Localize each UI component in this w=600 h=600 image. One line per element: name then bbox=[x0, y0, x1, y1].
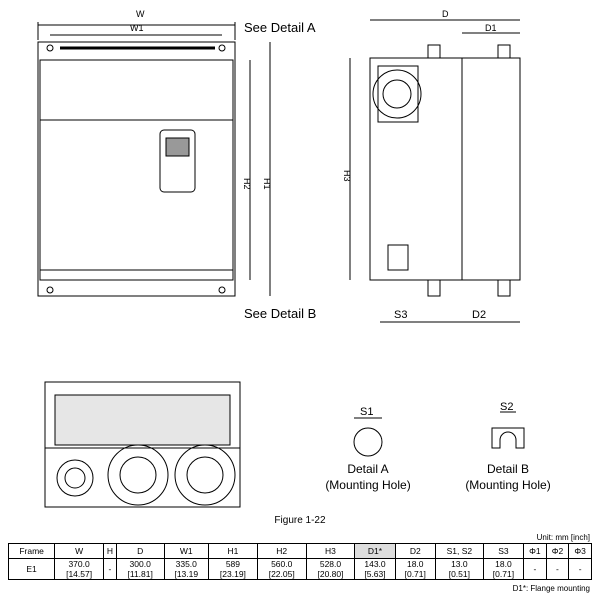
dim-w: W bbox=[136, 9, 145, 19]
cell-mm: 300.0 bbox=[129, 559, 151, 569]
cell-mm: 335.0 bbox=[175, 559, 197, 569]
callout-detail-b: See Detail B bbox=[244, 306, 316, 321]
table-cell: 560.0[22.05] bbox=[256, 558, 307, 580]
keypad bbox=[159, 129, 196, 193]
dim-w1: W1 bbox=[130, 23, 144, 33]
figure-caption: Figure 1-22 bbox=[274, 515, 326, 526]
table-cell: - bbox=[545, 558, 570, 580]
cell-inch: [22.05] bbox=[268, 569, 295, 579]
cell-mm: - bbox=[556, 564, 559, 574]
column-header: H2 bbox=[256, 543, 307, 559]
column-header: D1* bbox=[354, 543, 396, 559]
dimension-drawing: W W1 H2 H1 See Detail A See Detail B D D… bbox=[37, 9, 551, 508]
cell-mm: 18.0 bbox=[406, 559, 424, 569]
table-cell: 13.0[0.51] bbox=[434, 558, 484, 580]
column-header: S1, S2 bbox=[434, 543, 484, 559]
cell-mm: 370.0 bbox=[68, 559, 90, 569]
table-cell: 18.0[0.71] bbox=[482, 558, 525, 580]
column-header: Φ2 bbox=[545, 543, 570, 559]
detail-a-title: Detail A bbox=[347, 462, 388, 476]
column-header: Φ1 bbox=[523, 543, 547, 559]
dim-s1: S1 bbox=[360, 406, 373, 418]
table-cell: 335.0[13.19 bbox=[163, 558, 210, 580]
cell-mm: - bbox=[108, 564, 112, 574]
column-header: S3 bbox=[482, 543, 525, 559]
cell-inch: [20.80] bbox=[317, 569, 344, 579]
detail-b-drawing bbox=[491, 411, 525, 449]
column-header: H1 bbox=[208, 543, 258, 559]
dim-h2: H2 bbox=[242, 178, 252, 190]
cell-inch: [13.19 bbox=[174, 569, 199, 579]
table-cell: - bbox=[568, 558, 592, 580]
front-view bbox=[37, 22, 271, 297]
side-view bbox=[349, 19, 521, 323]
column-header: D2 bbox=[394, 543, 436, 559]
column-header: W bbox=[54, 543, 104, 559]
column-header: Frame bbox=[7, 543, 56, 559]
table-cell: 18.0[0.71] bbox=[394, 558, 436, 580]
cell-mm: E1 bbox=[26, 564, 37, 574]
cell-inch: [0.51] bbox=[448, 569, 470, 579]
cell-mm: 18.0 bbox=[495, 559, 512, 569]
callout-detail-a: See Detail A bbox=[244, 20, 316, 35]
table-cell: 589[23.19] bbox=[208, 558, 258, 580]
dim-d: D bbox=[442, 9, 449, 19]
column-header: Φ3 bbox=[568, 543, 592, 559]
bottom-view bbox=[44, 381, 241, 508]
unit-label: Unit: mm [inch] bbox=[536, 533, 590, 542]
column-header: H3 bbox=[305, 543, 356, 559]
cell-inch: [23.19] bbox=[219, 569, 246, 579]
footnote: D1*: Flange mounting bbox=[512, 584, 590, 593]
detail-a-subtitle: (Mounting Hole) bbox=[325, 478, 410, 492]
cell-mm: - bbox=[533, 564, 537, 574]
table-cell: - bbox=[102, 558, 117, 580]
cell-inch: [11.81] bbox=[127, 569, 153, 579]
table-cell: 300.0[11.81] bbox=[115, 558, 165, 580]
table-cell: 370.0[14.57] bbox=[54, 558, 104, 580]
cell-inch: [5.63] bbox=[364, 569, 386, 579]
cell-mm: - bbox=[578, 564, 582, 574]
dim-d2: D2 bbox=[472, 309, 486, 321]
column-header: H bbox=[102, 543, 117, 559]
column-header: W1 bbox=[163, 543, 210, 559]
cell-mm: 13.0 bbox=[451, 559, 468, 569]
detail-b-title: Detail B bbox=[487, 462, 529, 476]
table-cell: 143.0[5.63] bbox=[354, 558, 396, 580]
cell-inch: [0.71] bbox=[492, 569, 515, 579]
cell-mm: 589 bbox=[225, 559, 241, 569]
detail-b-subtitle: (Mounting Hole) bbox=[465, 478, 550, 492]
cell-inch: [14.57] bbox=[66, 569, 93, 579]
column-header: D bbox=[115, 543, 165, 559]
cell-mm: 528.0 bbox=[319, 559, 342, 569]
dim-s2: S2 bbox=[500, 401, 513, 413]
dim-d1: D1 bbox=[485, 23, 497, 33]
table-cell: - bbox=[523, 558, 547, 580]
table-cell: 528.0[20.80] bbox=[305, 558, 356, 580]
dim-h1: H1 bbox=[262, 178, 272, 190]
table-cell: E1 bbox=[7, 558, 56, 580]
dim-s3: S3 bbox=[394, 309, 407, 321]
cell-mm: 560.0 bbox=[271, 559, 293, 569]
cell-inch: [0.71] bbox=[404, 569, 426, 579]
detail-a-drawing bbox=[353, 417, 383, 457]
cell-mm: 143.0 bbox=[364, 559, 386, 569]
dim-h3: H3 bbox=[342, 170, 352, 182]
